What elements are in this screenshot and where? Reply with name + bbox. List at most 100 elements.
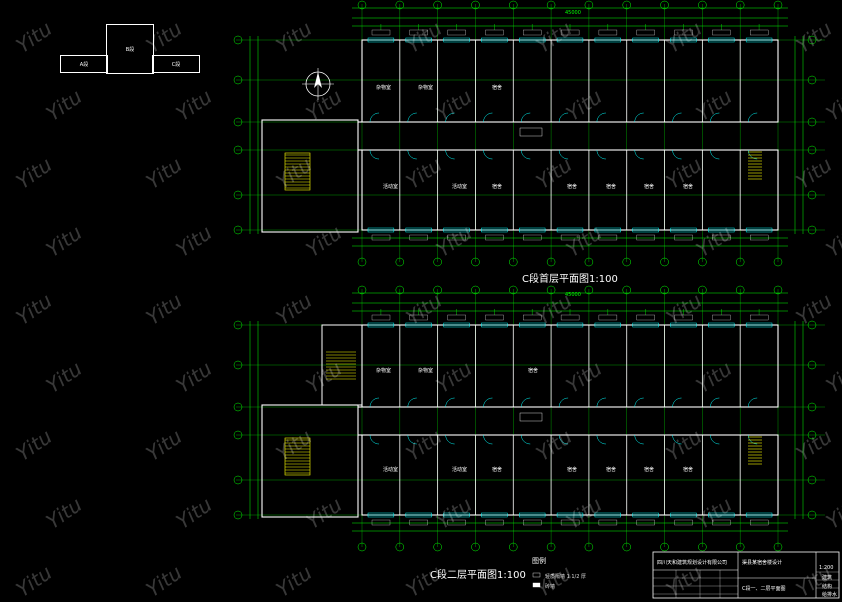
room-label: 宿舍 [606, 467, 617, 473]
door-swing [634, 397, 644, 408]
axis-bubble [807, 510, 817, 520]
axis-bubble [622, 257, 631, 267]
axis-bubble [357, 0, 367, 10]
room-label: 宿舍 [492, 85, 503, 91]
room-label: 宿舍 [644, 467, 655, 473]
window-tag [674, 29, 693, 36]
window-tag [409, 314, 428, 321]
axis-bubble [433, 257, 442, 267]
window-tag [447, 519, 466, 526]
window-tag [485, 519, 504, 526]
door-swing [521, 149, 531, 160]
key-plan-c: C段 [152, 55, 200, 73]
door-swing [369, 149, 380, 160]
room-label: 杂物室 [376, 85, 392, 91]
second-floor-plan [233, 285, 825, 552]
room-label: 宿舍 [644, 184, 655, 190]
north-rooms-outline [361, 39, 779, 123]
axis-bubble [233, 225, 243, 235]
door-swing [483, 397, 493, 408]
window-tag [447, 29, 466, 36]
room-label: 宿舍 [683, 467, 694, 473]
room-label: 宿舍 [492, 467, 503, 473]
axis-bubble [807, 225, 817, 235]
window-tag [409, 519, 428, 526]
window-tag [485, 29, 504, 36]
axis-bubble [546, 0, 556, 10]
stair-outline [284, 437, 311, 476]
window-tag [598, 234, 618, 241]
window-tag [447, 234, 466, 241]
door-swing [596, 112, 606, 123]
window-tag [560, 314, 580, 321]
upper-stair-block [321, 324, 363, 406]
window-tag [485, 314, 504, 321]
door-swing [369, 112, 380, 123]
window-tag [371, 314, 391, 321]
door-swing [407, 434, 417, 445]
axis-bubble [233, 117, 243, 127]
axis-bubble [233, 510, 243, 520]
window-tag [523, 234, 542, 241]
window-tag [750, 519, 769, 526]
window-tag [598, 29, 618, 36]
window-tag [712, 234, 731, 241]
room-label: 宿舍 [606, 184, 617, 190]
door-swing [672, 149, 682, 160]
axis-bubble [546, 257, 556, 267]
axis-bubble [546, 542, 556, 552]
axis-bubble [698, 0, 707, 10]
door-swing [634, 112, 644, 123]
axis-bubble [233, 145, 243, 155]
plan2-title: C段二层平面图1:100 [430, 570, 526, 581]
stair-hall-outline [261, 404, 359, 518]
axis-bubble [735, 542, 745, 552]
axis-bubble [622, 285, 631, 295]
axis-bubble [807, 475, 817, 485]
room-label: 宿舍 [492, 184, 503, 190]
axis-bubble [233, 475, 243, 485]
plan2-overall-dim: 45000 [565, 292, 581, 298]
window-tag [712, 29, 731, 36]
door-swing [596, 397, 606, 408]
door-swing [521, 397, 531, 408]
window-tag [598, 519, 618, 526]
window-tag [636, 234, 655, 241]
axis-bubble [584, 542, 594, 552]
axis-bubble [395, 257, 405, 267]
axis-bubble [471, 285, 480, 295]
window-tag [560, 29, 580, 36]
axis-bubble [233, 360, 243, 370]
window-tag [712, 314, 731, 321]
door-swing [445, 434, 455, 445]
key-plan-b: B段 [106, 24, 154, 74]
legend-item: 砖墙 [545, 584, 556, 590]
title-block-role: 结构 [822, 584, 833, 590]
window-tag [636, 29, 655, 36]
axis-bubble [807, 145, 817, 155]
axis-bubble [660, 0, 669, 10]
axis-bubble [233, 430, 243, 440]
door-swing [634, 149, 644, 160]
axis-bubble [471, 0, 480, 10]
plan1-overall-dim: 45000 [565, 10, 581, 16]
axis-bubble [698, 285, 707, 295]
north-rooms-outline [361, 324, 779, 408]
door-swing [407, 149, 417, 160]
window-tag [485, 234, 504, 241]
axis-bubble [660, 542, 669, 552]
door-swing [369, 434, 380, 445]
axis-bubble [471, 257, 480, 267]
door-swing [407, 397, 417, 408]
room-label: 杂物室 [418, 368, 434, 374]
window-tag [371, 519, 391, 526]
plan1-title: C段首层平面图1:100 [522, 274, 618, 285]
axis-bubble [807, 117, 817, 127]
window-tag [523, 314, 542, 321]
title-block-role: 给排水 [822, 592, 838, 598]
legend-swatch [532, 572, 541, 578]
south-rooms-outline [361, 434, 779, 516]
axis-bubble [807, 360, 817, 370]
south-rooms-outline [361, 149, 779, 231]
